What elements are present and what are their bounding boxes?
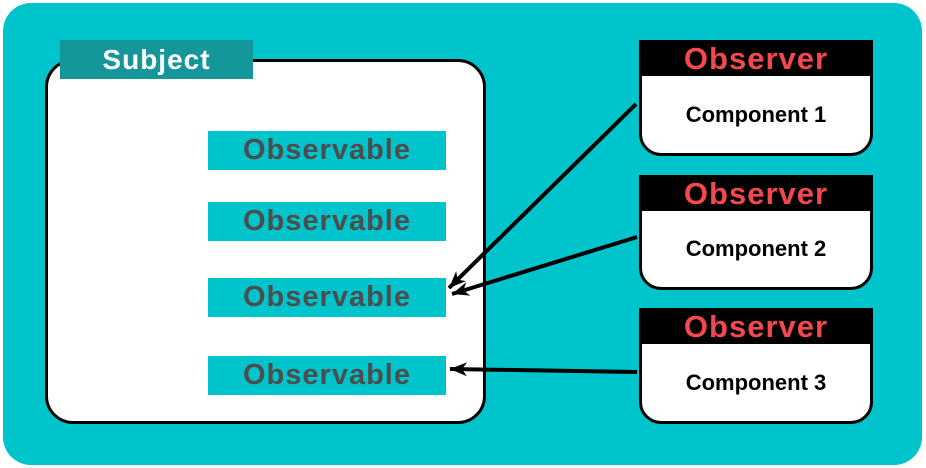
observer-card-2: Observer Component 2 [639,175,873,290]
observer-title: Observer [683,41,829,76]
observer-header: Observer [642,176,870,211]
observer-card-1: Observer Component 1 [639,40,873,156]
observer-card-3: Observer Component 3 [639,308,873,424]
observable-label: Observable [243,281,411,313]
observable-item-4: Observable [208,356,446,395]
observer-body: Component 2 [642,211,870,287]
observable-item-1: Observable [208,131,446,170]
observable-label: Observable [243,205,411,237]
observable-label: Observable [243,359,411,391]
observer-title: Observer [683,309,829,344]
observer-body: Component 3 [642,344,870,421]
observer-header: Observer [642,41,870,76]
observer-header: Observer [642,309,870,344]
observable-item-3: Observable [208,278,446,317]
component-label: Component 3 [685,369,827,395]
observable-item-2: Observable [208,202,446,241]
subject-label-text: Subject [102,43,211,75]
observer-body: Component 1 [642,76,870,153]
observer-title: Observer [683,176,829,211]
component-label: Component 1 [685,101,827,127]
subject-label: Subject [60,40,253,79]
observable-label: Observable [243,134,411,166]
component-label: Component 2 [685,236,827,261]
background-panel: Subject Observable Observable Observable… [3,3,922,465]
